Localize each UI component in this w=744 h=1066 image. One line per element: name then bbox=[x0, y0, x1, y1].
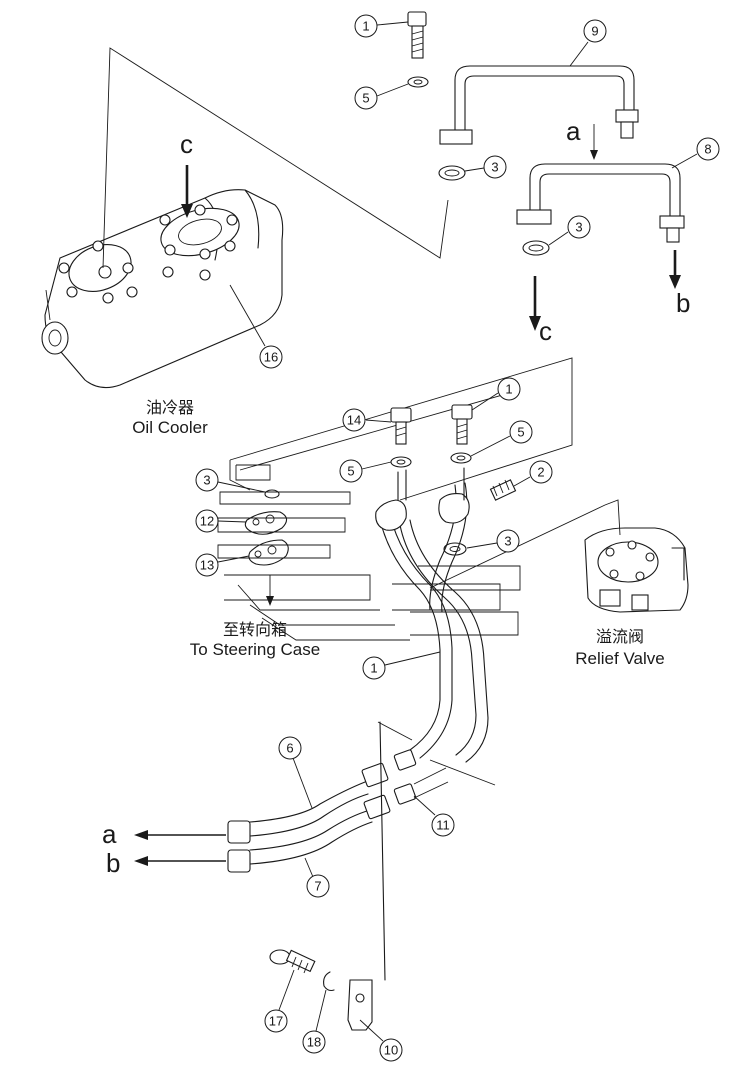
letter-a-top: a bbox=[566, 116, 581, 146]
washers-5-middle bbox=[390, 452, 472, 468]
callout-11: 11 bbox=[413, 795, 455, 837]
svg-text:11: 11 bbox=[436, 818, 450, 833]
callout-2: 2 bbox=[513, 460, 553, 487]
steering-flange-planes bbox=[217, 464, 521, 641]
o-ring-3-left bbox=[264, 489, 280, 499]
callout-14: 14 bbox=[342, 408, 392, 432]
relief-valve-drawing bbox=[584, 527, 689, 613]
bolt-14 bbox=[390, 407, 412, 445]
svg-text:17: 17 bbox=[269, 1014, 283, 1029]
callout-5-top: 5 bbox=[354, 83, 409, 110]
callout-17: 17 bbox=[264, 969, 295, 1033]
callout-5-left: 5 bbox=[339, 459, 392, 483]
callout-3-right: 3 bbox=[548, 215, 591, 246]
callout-8: 8 bbox=[671, 137, 720, 169]
svg-text:1: 1 bbox=[362, 19, 369, 34]
gasket-12 bbox=[244, 511, 288, 535]
clamp-rod bbox=[377, 721, 413, 981]
svg-text:3: 3 bbox=[504, 534, 511, 549]
svg-text:14: 14 bbox=[347, 413, 361, 428]
relief-label-cn: 溢流阀 bbox=[596, 627, 644, 646]
arrow-a-top: a bbox=[566, 116, 598, 160]
flange-13 bbox=[248, 539, 289, 566]
callout-4-middle: 1 bbox=[471, 377, 521, 411]
plug-2 bbox=[489, 479, 517, 501]
letter-b-right: b bbox=[676, 288, 690, 318]
callout-7: 7 bbox=[304, 857, 330, 898]
arrow-b-left: b bbox=[106, 848, 226, 878]
letter-b-left: b bbox=[106, 848, 120, 878]
pipe-8 bbox=[516, 163, 685, 243]
washer-18 bbox=[323, 971, 335, 992]
svg-text:6: 6 bbox=[286, 741, 293, 756]
pipe-1-bundle bbox=[375, 467, 489, 763]
callout-3-top: 3 bbox=[464, 155, 507, 179]
clip-10 bbox=[347, 979, 373, 1031]
bolt-4-middle bbox=[451, 404, 473, 445]
svg-text:1: 1 bbox=[505, 382, 512, 397]
svg-text:3: 3 bbox=[491, 160, 498, 175]
arrow-c-right: c bbox=[529, 276, 552, 346]
relief-label-en: Relief Valve bbox=[575, 649, 664, 668]
o-ring-3-top bbox=[438, 165, 466, 181]
callout-5-right: 5 bbox=[470, 420, 533, 457]
arrow-a-left: a bbox=[102, 819, 226, 849]
hose-6-and-7 bbox=[227, 749, 496, 873]
callout-12: 12 bbox=[195, 509, 247, 533]
callout-4-top: 1 bbox=[354, 14, 409, 38]
steering-label-cn: 至转向箱 bbox=[223, 620, 287, 639]
letter-a-left: a bbox=[102, 819, 117, 849]
svg-text:16: 16 bbox=[264, 350, 278, 365]
top-bolt-4 bbox=[407, 11, 427, 59]
svg-text:8: 8 bbox=[704, 142, 711, 157]
callout-6: 6 bbox=[278, 736, 313, 809]
letter-c-right: c bbox=[539, 316, 552, 346]
letter-c-top: c bbox=[180, 129, 193, 159]
svg-text:7: 7 bbox=[314, 879, 321, 894]
svg-text:2: 2 bbox=[537, 465, 544, 480]
svg-text:3: 3 bbox=[203, 473, 210, 488]
svg-text:5: 5 bbox=[347, 464, 354, 479]
callout-13: 13 bbox=[195, 553, 250, 577]
callout-1: 1 bbox=[362, 651, 441, 680]
oil-cooler-drawing bbox=[41, 47, 449, 389]
top-washer-5 bbox=[407, 76, 429, 88]
svg-text:3: 3 bbox=[575, 220, 582, 235]
bolt-17 bbox=[269, 949, 316, 974]
arrow-c-top: c bbox=[180, 129, 193, 218]
pipe-9 bbox=[439, 65, 639, 145]
arrow-b-right: b bbox=[669, 250, 690, 318]
steering-arrow bbox=[266, 575, 274, 606]
callout-1-text: 1 bbox=[370, 661, 377, 676]
callout-10: 10 bbox=[359, 1019, 403, 1062]
callout-3-middle: 3 bbox=[466, 529, 520, 553]
steering-label-en: To Steering Case bbox=[190, 640, 320, 659]
svg-text:5: 5 bbox=[362, 91, 369, 106]
callout-9: 9 bbox=[569, 19, 607, 67]
o-ring-3-right bbox=[522, 240, 550, 256]
svg-text:5: 5 bbox=[517, 425, 524, 440]
callout-18: 18 bbox=[302, 989, 327, 1054]
callout-3-left: 3 bbox=[195, 468, 266, 493]
svg-text:12: 12 bbox=[200, 514, 214, 529]
svg-text:13: 13 bbox=[200, 558, 214, 573]
oil-cooler-label-cn: 油冷器 bbox=[146, 398, 194, 417]
callout-16: 16 bbox=[229, 284, 283, 369]
svg-text:9: 9 bbox=[591, 24, 598, 39]
svg-text:18: 18 bbox=[307, 1035, 321, 1050]
oil-cooler-label-en: Oil Cooler bbox=[132, 418, 208, 437]
svg-text:10: 10 bbox=[384, 1043, 398, 1058]
